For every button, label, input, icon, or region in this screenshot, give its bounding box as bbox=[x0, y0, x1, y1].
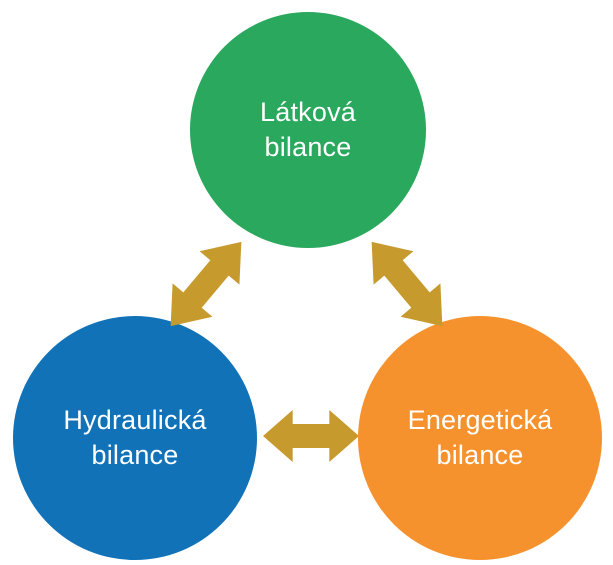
arrow-material-energy bbox=[350, 224, 464, 344]
double-arrow-icon bbox=[263, 410, 359, 462]
node-hydraulic-balance: Hydraulická bilance bbox=[13, 316, 257, 560]
double-arrow-icon bbox=[170, 241, 242, 327]
node-energy-balance: Energetická bilance bbox=[358, 316, 602, 560]
node-energy-balance-label: Energetická bilance bbox=[407, 404, 553, 470]
arrow-material-hydraulic bbox=[149, 224, 263, 344]
node-material-balance-label: Látková bilance bbox=[260, 96, 356, 162]
double-arrow-icon bbox=[371, 241, 443, 327]
node-material-balance: Látková bilance bbox=[190, 12, 426, 248]
node-hydraulic-balance-label: Hydraulická bilance bbox=[63, 404, 207, 470]
arrow-hydraulic-energy bbox=[263, 408, 359, 464]
